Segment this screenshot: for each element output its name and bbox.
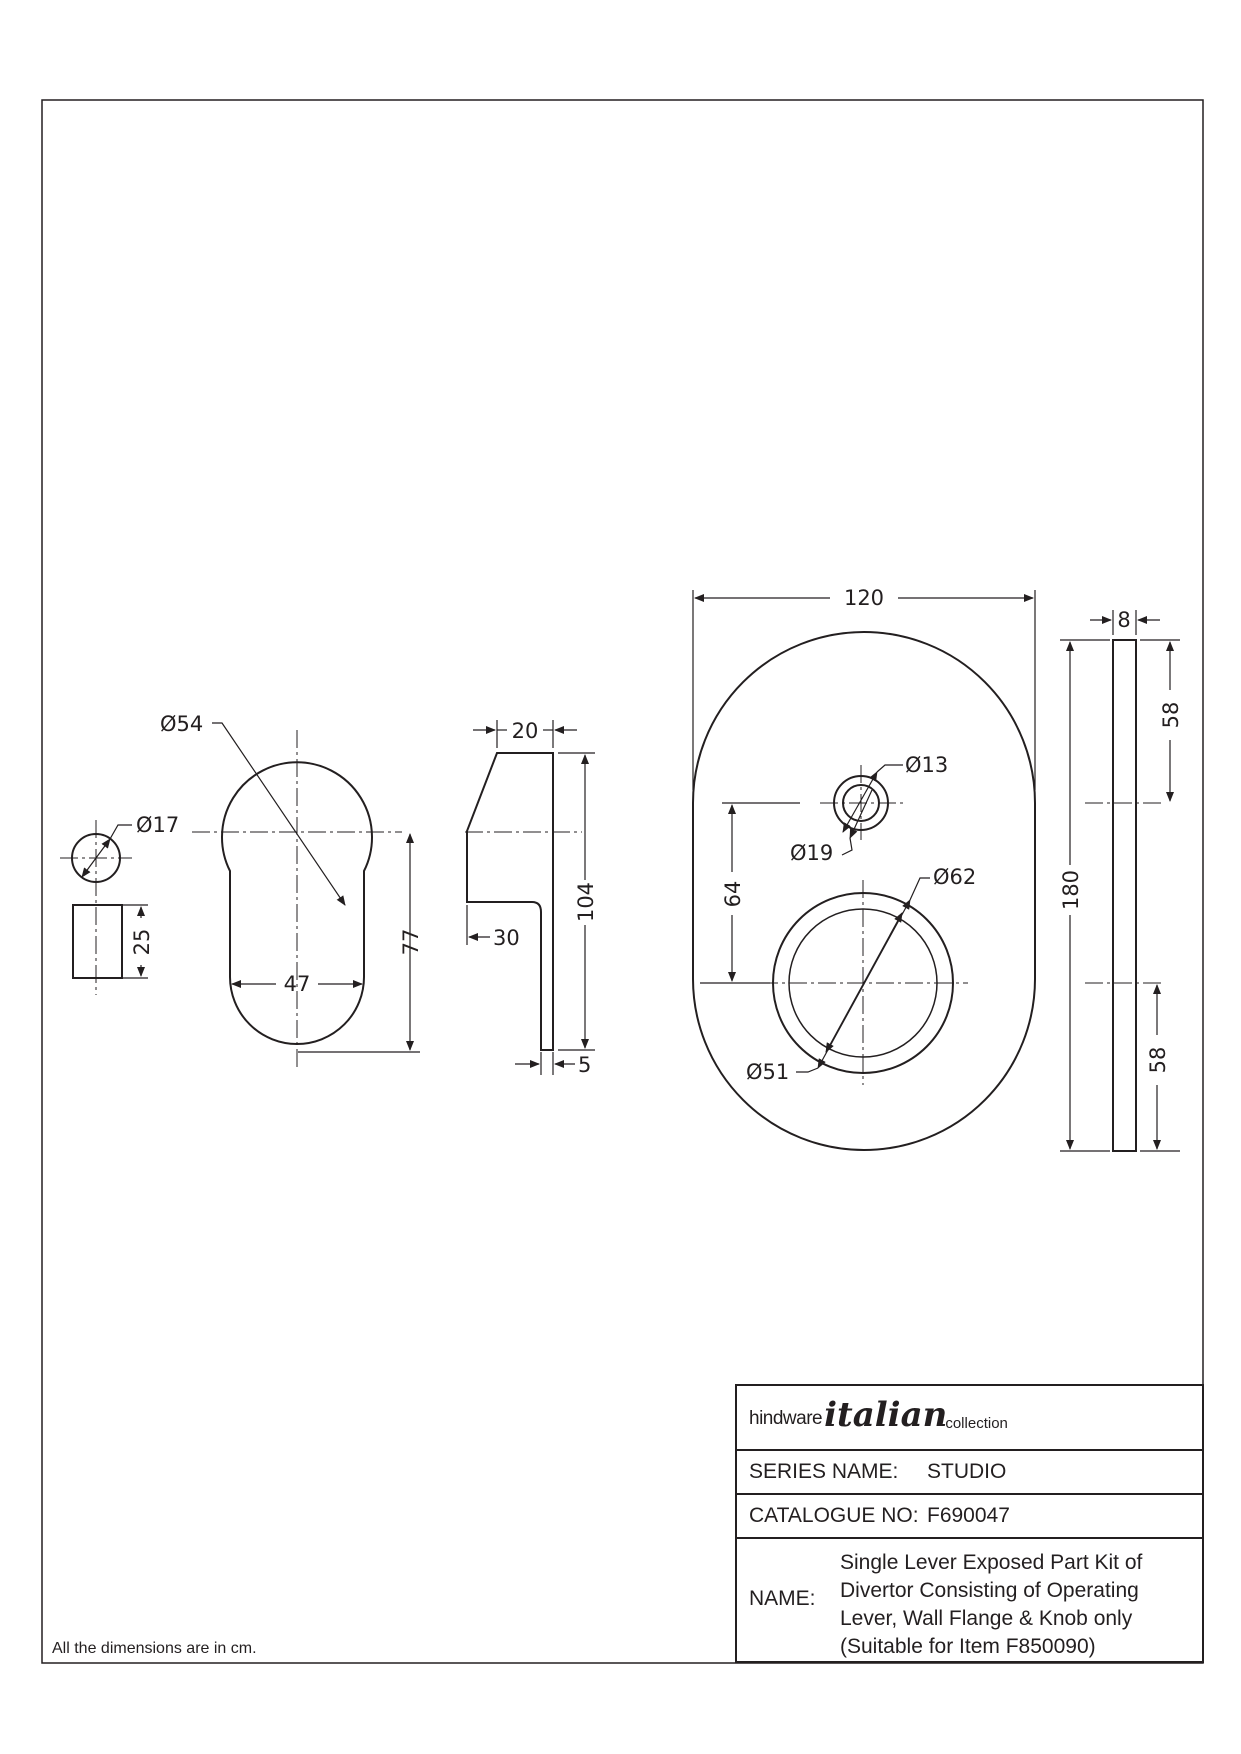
dim-lever-side-top: 20 bbox=[512, 719, 539, 743]
product-name: Single Lever Exposed Part Kit of Diverto… bbox=[840, 1549, 1180, 1661]
units-footnote: All the dimensions are in cm. bbox=[52, 1640, 257, 1657]
dim-knob-diameter: Ø17 bbox=[136, 813, 179, 837]
dimension-lines bbox=[81, 590, 1180, 1152]
series-label: SERIES NAME: bbox=[749, 1460, 899, 1483]
logo-collection: collection bbox=[945, 1415, 1008, 1432]
product-name-line: Lever, Wall Flange & Knob only bbox=[840, 1607, 1133, 1630]
dim-small-hole-inner: Ø13 bbox=[905, 753, 948, 777]
product-name-line: Divertor Consisting of Operating bbox=[840, 1579, 1139, 1602]
product-name-line: (Suitable for Item F850090) bbox=[840, 1635, 1096, 1658]
logo-italian: italian bbox=[824, 1395, 948, 1435]
title-block-series-row: SERIES NAME: STUDIO bbox=[737, 1451, 1202, 1495]
wall-flange-side-view bbox=[1112, 639, 1137, 1152]
dim-flange-width: 120 bbox=[844, 586, 884, 610]
knob-side-view bbox=[72, 904, 123, 979]
dim-flange-bottom-offset: 58 bbox=[1146, 1047, 1170, 1074]
dim-large-hole-outer: Ø62 bbox=[933, 865, 976, 889]
lever-side-view bbox=[466, 752, 554, 1051]
dim-lever-height: 77 bbox=[399, 929, 423, 956]
lever-front-view bbox=[221, 761, 373, 1045]
title-block-catalogue-row: CATALOGUE NO: F690047 bbox=[737, 1495, 1202, 1539]
catalogue-value: F690047 bbox=[927, 1504, 1010, 1527]
dim-small-hole-outer: Ø19 bbox=[790, 841, 833, 865]
hindware-italian-logo: hindware italian collection bbox=[749, 1395, 1008, 1435]
name-label: NAME: bbox=[749, 1587, 816, 1610]
dim-flange-height: 180 bbox=[1059, 870, 1083, 910]
parts-outline bbox=[71, 631, 1137, 1152]
catalogue-label: CATALOGUE NO: bbox=[749, 1504, 919, 1527]
centerlines bbox=[60, 730, 1165, 1085]
dim-flange-center-distance: 64 bbox=[721, 881, 745, 908]
dim-knob-height: 25 bbox=[130, 929, 154, 956]
series-value: STUDIO bbox=[927, 1460, 1007, 1483]
logo-brand: hindware bbox=[749, 1408, 823, 1429]
page-frame bbox=[41, 99, 1204, 1664]
wall-flange-front-view bbox=[692, 631, 1036, 1151]
dim-lever-side-height: 104 bbox=[574, 882, 598, 922]
dim-lever-side-depth: 30 bbox=[493, 926, 520, 950]
title-block-logo-row: hindware italian collection bbox=[737, 1386, 1202, 1451]
dim-flange-thickness: 8 bbox=[1117, 608, 1130, 632]
dim-lever-side-thickness: 5 bbox=[578, 1053, 591, 1077]
product-name-line: Single Lever Exposed Part Kit of bbox=[840, 1551, 1143, 1574]
dim-lever-head-diameter: Ø54 bbox=[160, 712, 203, 736]
title-block: hindware italian collection SERIES NAME:… bbox=[735, 1384, 1204, 1663]
dim-flange-top-offset: 58 bbox=[1159, 702, 1183, 729]
dim-lever-width: 47 bbox=[284, 972, 311, 996]
title-block-name-row: NAME: Single Lever Exposed Part Kit of D… bbox=[737, 1539, 1202, 1663]
dim-large-hole-inner: Ø51 bbox=[746, 1060, 789, 1084]
